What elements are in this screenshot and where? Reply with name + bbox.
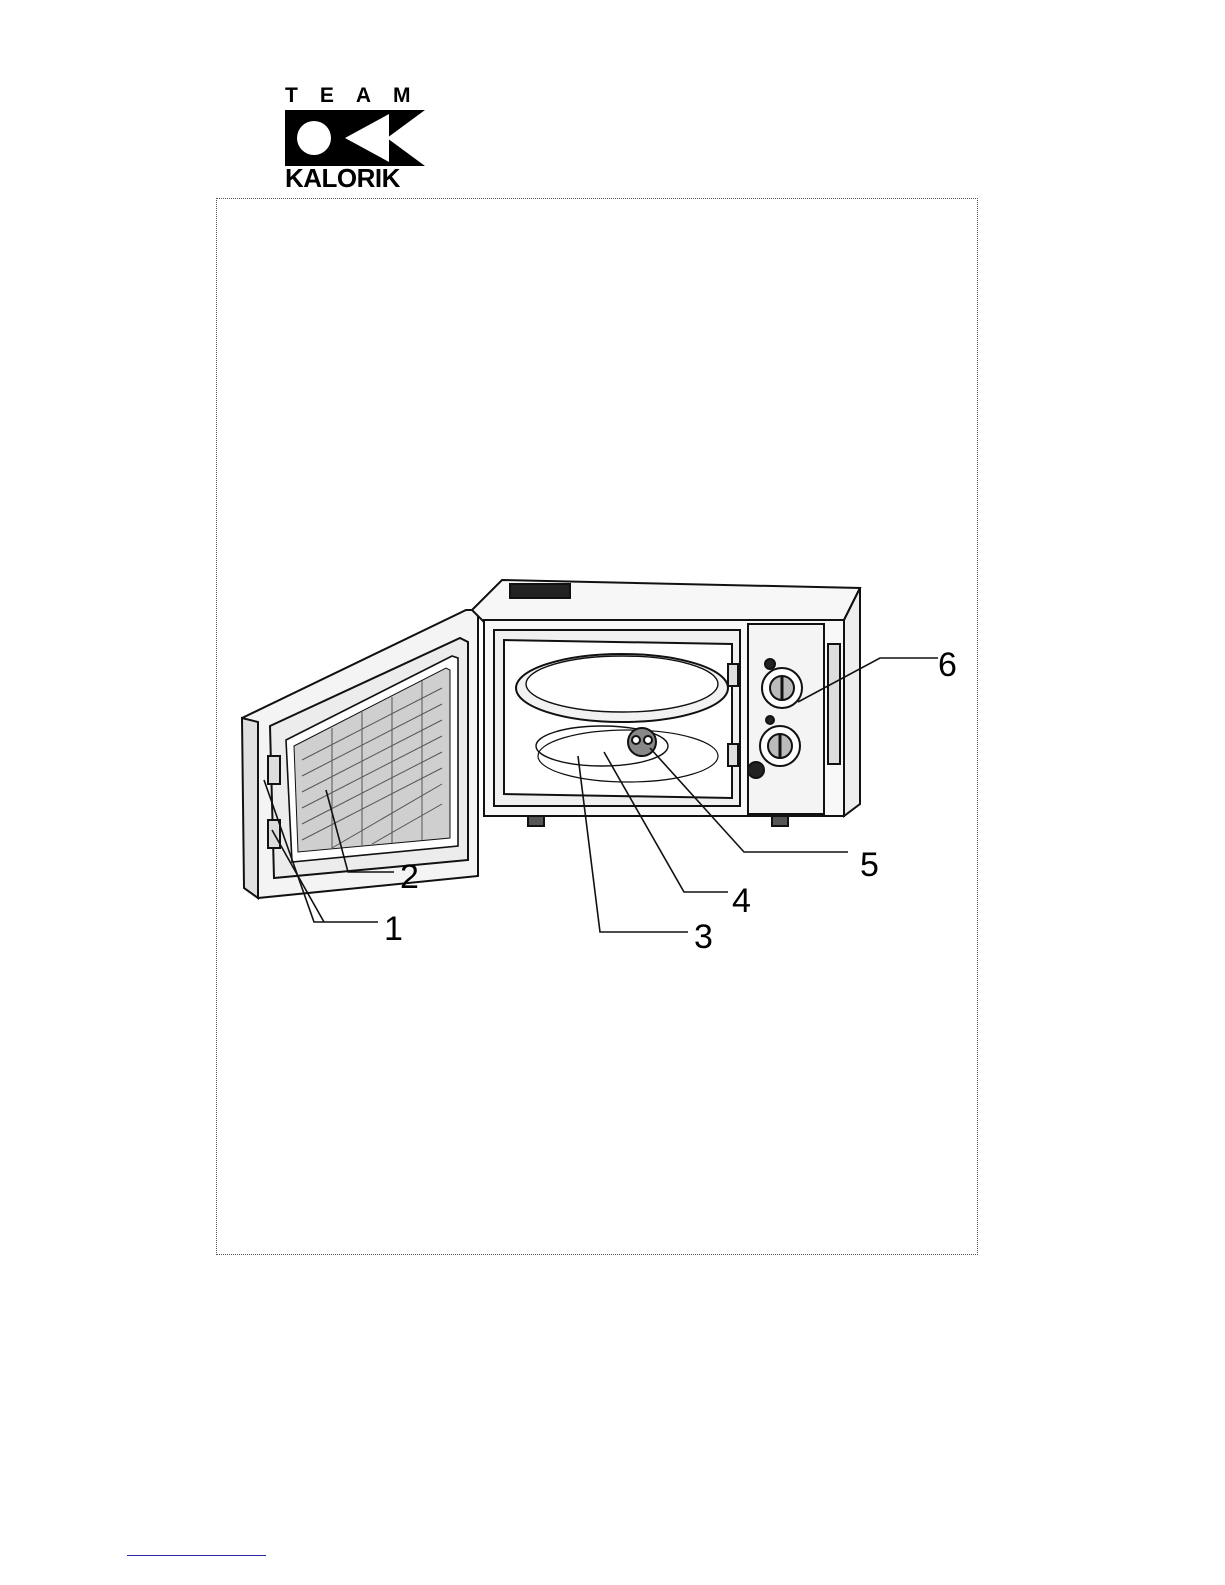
logo-team-text: TEAM	[285, 86, 425, 106]
team-kalorik-logo: TEAM KALORIK	[285, 86, 425, 194]
callout-4: 4	[732, 882, 751, 920]
callout-5: 5	[860, 846, 879, 884]
kalorik-k-mark-icon	[285, 110, 425, 166]
microwave-illustration	[242, 580, 860, 898]
microwave-diagram: 1 2 3 4 5 6	[232, 560, 972, 960]
logo-kalorik-text: KALORIK	[285, 164, 425, 192]
control-panel	[748, 624, 824, 814]
callout-3: 3	[694, 918, 713, 956]
callout-1: 1	[384, 910, 403, 948]
callout-6: 6	[938, 646, 957, 684]
microwave-door	[242, 610, 478, 898]
footer-rule	[127, 1555, 266, 1556]
callout-2: 2	[400, 858, 419, 896]
